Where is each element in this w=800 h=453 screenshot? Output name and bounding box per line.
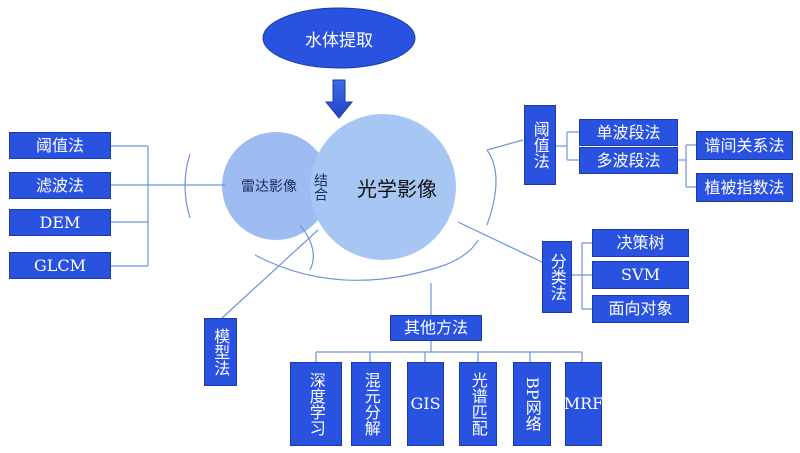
model-link — [221, 229, 319, 319]
classification-title: 分类法 — [542, 241, 572, 313]
other-method-gis: GIS — [407, 362, 444, 446]
combine-label: 结合 — [312, 173, 328, 201]
model-method: 模型法 — [204, 318, 237, 386]
multi-band-method: 多波段法 — [579, 147, 678, 174]
single-band-method: 单波段法 — [579, 119, 678, 146]
classification-link — [457, 221, 543, 263]
right-arc — [486, 149, 497, 226]
left-method-dem: DEM — [9, 209, 111, 236]
other-method-bp-network: BP网络 — [513, 362, 551, 446]
threshold-link — [486, 139, 524, 151]
center-bottom-arc — [254, 239, 479, 281]
top-node-ellipse — [262, 7, 416, 69]
other-method-spectral-matching: 光谱匹配 — [459, 362, 497, 446]
other-methods-title: 其他方法 — [390, 315, 482, 341]
left-arc — [184, 153, 191, 219]
classification-object-oriented: 面向对象 — [592, 295, 689, 323]
vegetation-index-method: 植被指数法 — [696, 173, 793, 202]
left-method-glcm: GLCM — [9, 252, 111, 279]
top-node-label: 水体提取 — [305, 30, 373, 51]
radar-label: 雷达影像 — [241, 179, 297, 195]
threshold-group-title: 阈值法 — [524, 105, 556, 185]
spectral-relation-method: 谱间关系法 — [696, 131, 793, 160]
left-method-threshold: 阈值法 — [9, 132, 111, 159]
other-method-mrf: MRF — [564, 362, 603, 446]
down-arrow — [324, 79, 354, 119]
left-method-filter: 滤波法 — [9, 172, 111, 199]
other-method-deep-learning: 深度学习 — [290, 362, 342, 446]
optical-label: 光学影像 — [357, 176, 437, 201]
other-method-mixed-decomposition: 混元分解 — [351, 362, 391, 446]
optical-circle — [310, 114, 456, 260]
inner-bottom-arc — [299, 224, 314, 271]
classification-svm: SVM — [592, 261, 689, 289]
classification-decision-tree: 决策树 — [592, 229, 689, 257]
radar-circle — [222, 132, 330, 240]
